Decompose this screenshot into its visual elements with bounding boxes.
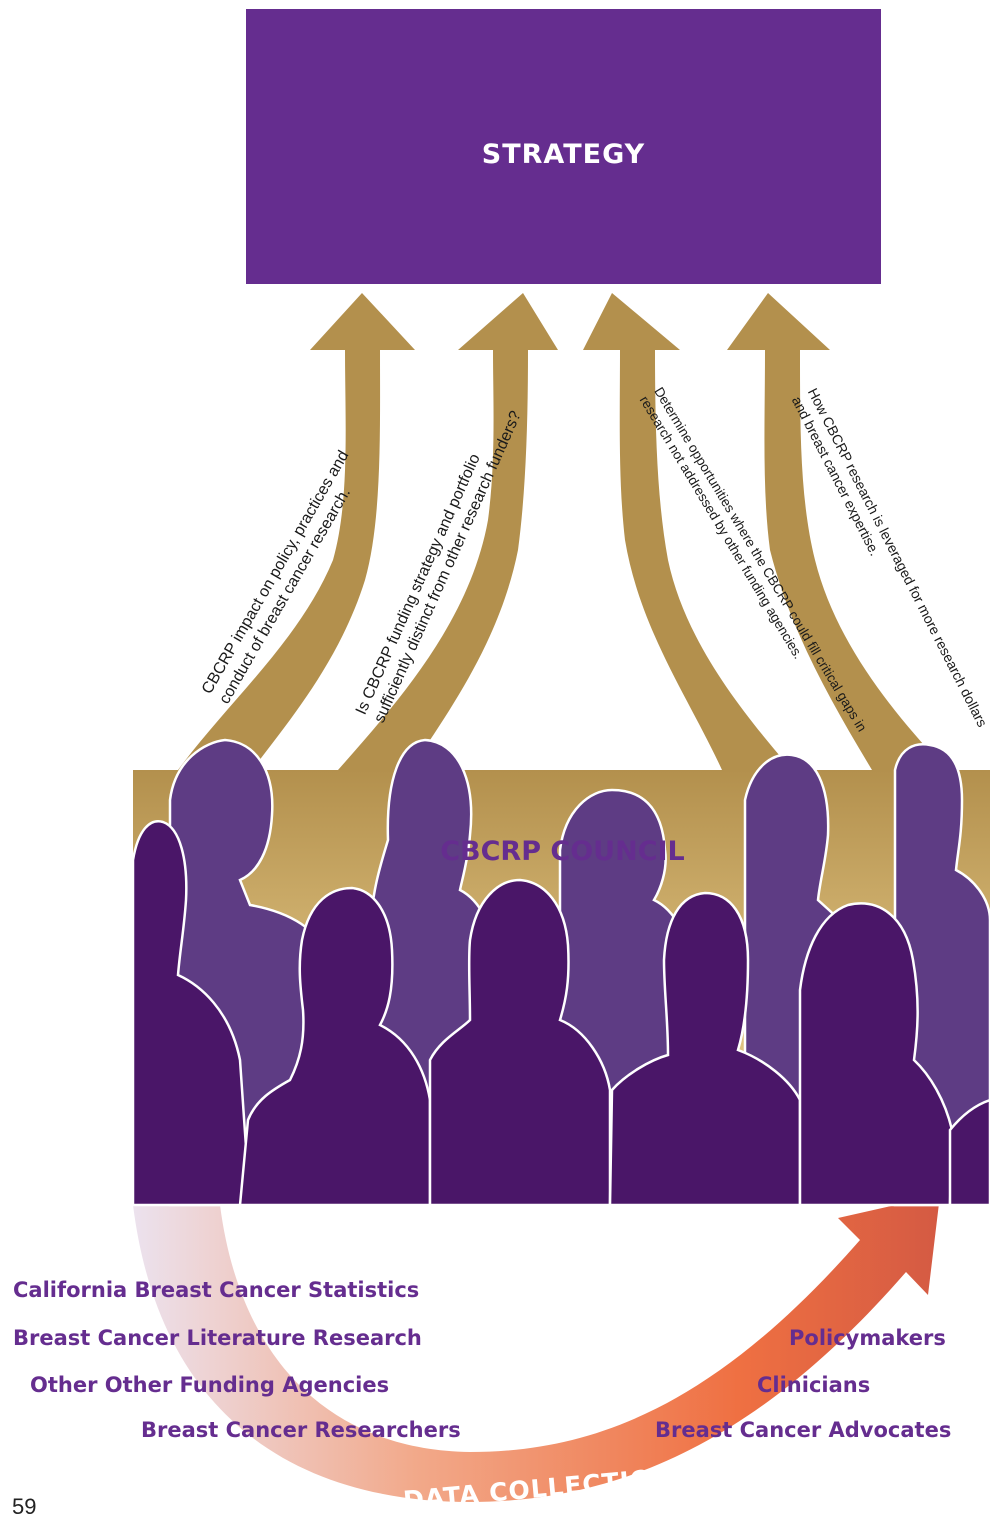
silhouette-front-5: [798, 902, 954, 1207]
data-collection-arrow: [133, 1195, 940, 1502]
silhouette-front-3: [428, 878, 612, 1207]
source-label-statistics: California Breast Cancer Statistics: [13, 1278, 420, 1302]
arrow-1: [178, 293, 415, 770]
council-silhouettes: [131, 738, 990, 1207]
source-label-policymakers: Policymakers: [789, 1326, 946, 1350]
council-label: CBCRP COUNCIL: [440, 836, 685, 867]
data-collection-label: DATA COLLECTION: [402, 1462, 675, 1515]
gold-arrows: [178, 293, 947, 770]
silhouette-front-1: [131, 820, 252, 1207]
source-label-researchers: Breast Cancer Researchers: [141, 1418, 461, 1442]
page-number: 59: [12, 1494, 37, 1519]
source-label-literature: Breast Cancer Literature Research: [13, 1326, 422, 1350]
strategy-box: STRATEGY: [246, 9, 881, 284]
silhouette-front-4: [608, 891, 802, 1207]
source-label-clinicians: Clinicians: [757, 1373, 871, 1397]
source-label-funding-agencies: Other Other Funding Agencies: [30, 1373, 390, 1397]
arrow-3: [583, 293, 792, 770]
arrow-4: [727, 293, 947, 770]
silhouette-front-2: [238, 886, 432, 1207]
arrow-2: [338, 293, 558, 770]
strategy-label: STRATEGY: [481, 139, 646, 170]
source-label-advocates: Breast Cancer Advocates: [655, 1418, 952, 1442]
